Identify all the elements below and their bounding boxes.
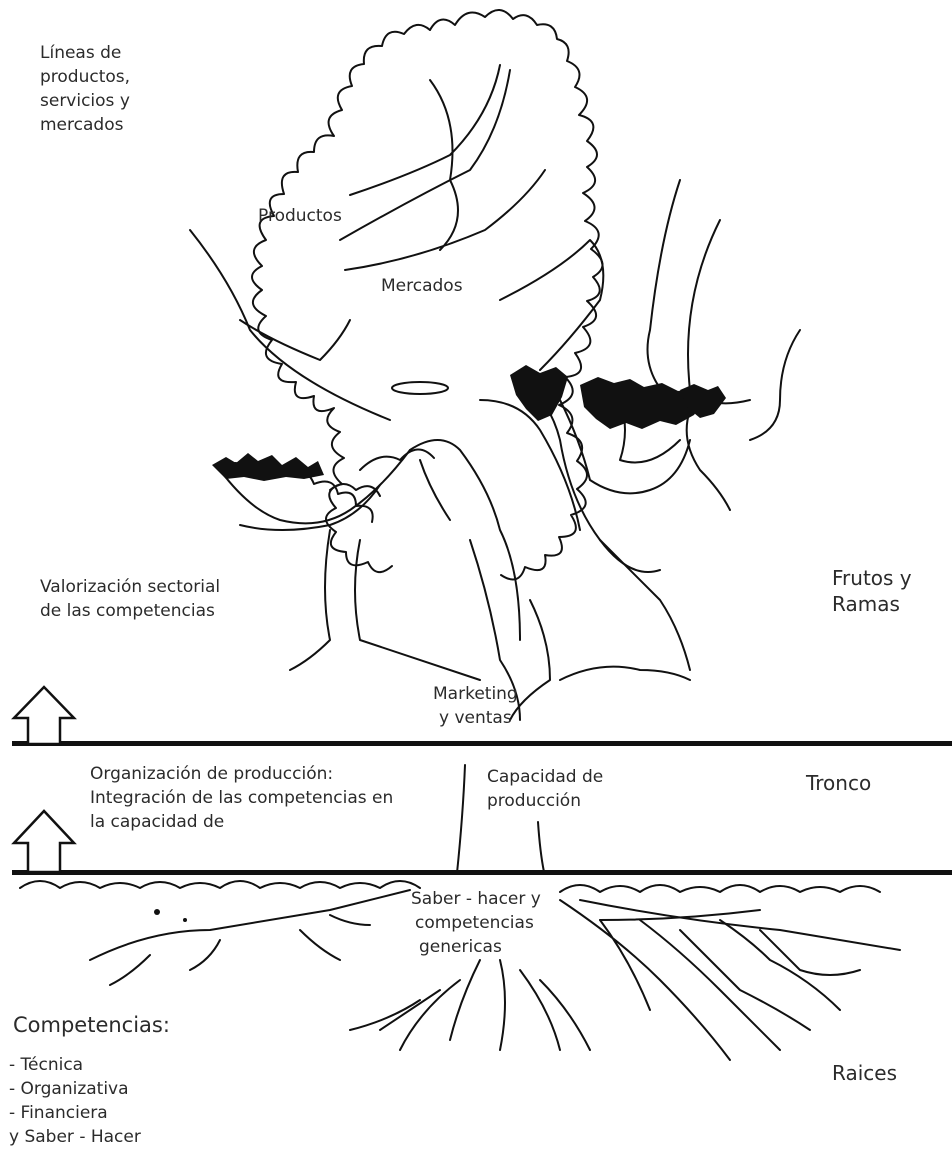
label-capacidad-line-1: Capacidad de (487, 765, 603, 789)
label-capacidad-line-2: producción (487, 789, 603, 813)
label-competencias-title: Competencias: (13, 1011, 170, 1039)
label-frutos: Frutos y Ramas (832, 565, 912, 617)
label-valorizacion-line-2: de las competencias (40, 599, 220, 623)
label-mercados: Mercados (381, 274, 463, 298)
pebble-2 (183, 918, 187, 922)
canopy-outline-left (252, 25, 430, 572)
label-organizacion: Organización de producción: Integración … (90, 762, 393, 834)
branch-right-4 (687, 410, 730, 510)
label-saber: Saber - hacer y competencias genericas (411, 887, 541, 959)
label-valorizacion-line-1: Valorización sectorial (40, 575, 220, 599)
trunk-lower-left (457, 765, 465, 873)
label-lineas-line-3: servicios y (40, 89, 130, 113)
label-organizacion-line-3: la capacidad de (90, 810, 393, 834)
branch-center-1 (410, 440, 520, 640)
canopy-line-2 (340, 70, 510, 240)
canopy-line-7 (500, 240, 603, 370)
label-marketing-line-2: y ventas (439, 706, 518, 730)
canopy-line-1 (350, 65, 500, 195)
branch-low-right-2 (560, 667, 690, 680)
label-competencias-list: - Técnica - Organizativa - Financiera y … (9, 1053, 141, 1149)
label-organizacion-line-2: Integración de las competencias en (90, 786, 393, 810)
foliage-dark-left (212, 453, 324, 481)
label-lineas-line-4: mercados (40, 113, 130, 137)
competencias-item: - Organizativa (9, 1077, 141, 1101)
label-lineas: Líneas de productos, servicios y mercado… (40, 41, 130, 137)
label-valorizacion: Valorización sectorial de las competenci… (40, 575, 220, 623)
trunk-left (290, 530, 330, 670)
pebble-1 (154, 909, 160, 915)
canopy-line-5 (190, 230, 390, 420)
label-raices: Raices (832, 1060, 897, 1086)
label-lineas-line-2: productos, (40, 65, 130, 89)
branch-low-right (600, 540, 690, 670)
label-saber-line-2: competencias (415, 911, 541, 935)
separator-line-bottom (12, 870, 952, 875)
competencias-item: y Saber - Hacer (9, 1125, 141, 1149)
canopy-line-9 (688, 220, 750, 403)
label-lineas-line-1: Líneas de (40, 41, 130, 65)
label-organizacion-line-1: Organización de producción: (90, 762, 393, 786)
competencias-item: - Técnica (9, 1053, 141, 1077)
label-productos: Productos (258, 204, 342, 228)
foliage-dark-center (510, 365, 568, 421)
up-arrow-icon (14, 687, 74, 744)
canopy-line-10 (750, 330, 800, 440)
canopy-line-6 (240, 320, 350, 360)
label-capacidad: Capacidad de producción (487, 765, 603, 813)
competencias-item: - Financiera (9, 1101, 141, 1125)
label-marketing: Marketing y ventas (433, 682, 518, 730)
root-left (90, 890, 410, 985)
trunk-lower-right (538, 822, 544, 872)
label-tronco: Tronco (806, 770, 871, 796)
label-saber-line-3: genericas (419, 935, 541, 959)
canopy-line-8 (648, 180, 681, 400)
canopy-ellipse (392, 382, 448, 394)
root-main-right (560, 900, 840, 1060)
label-marketing-line-1: Marketing (433, 682, 518, 706)
foliage-dark-right (580, 377, 704, 429)
up-arrow-icon (14, 811, 74, 872)
separator-line-top (12, 741, 952, 746)
label-frutos-line-2: Ramas (832, 591, 912, 617)
root-cluster-center (350, 960, 590, 1050)
label-saber-line-1: Saber - hacer y (411, 887, 541, 911)
trunk-left-2 (355, 540, 480, 680)
branch-center-2 (420, 460, 450, 520)
canopy-line-4 (430, 80, 458, 250)
label-frutos-line-1: Frutos y (832, 565, 912, 591)
